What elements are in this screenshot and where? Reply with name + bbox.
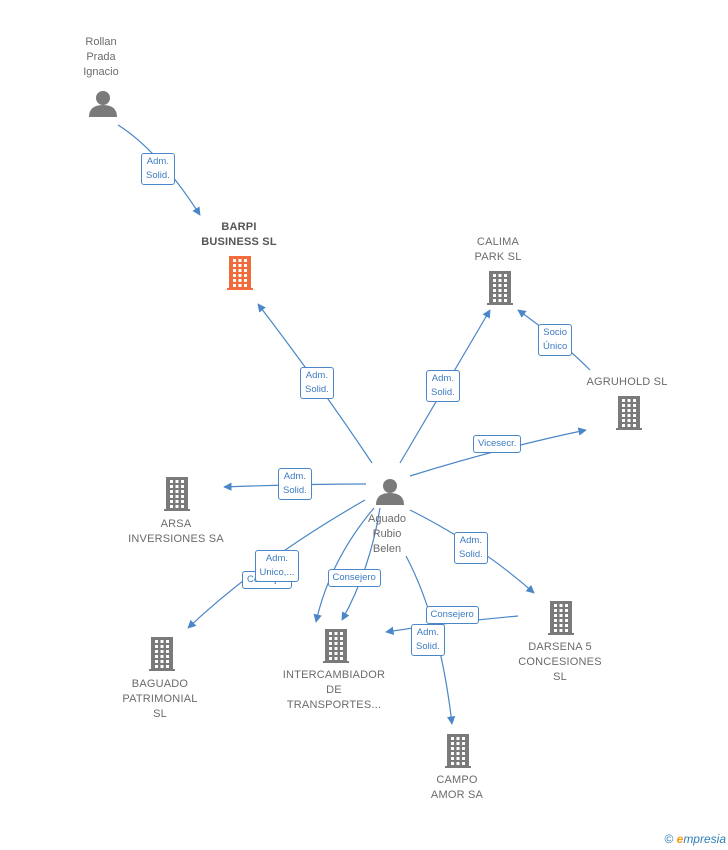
node-label-baguado[interactable]: BAGUADO PATRIMONIAL SL bbox=[122, 677, 198, 720]
icons-layer bbox=[89, 91, 642, 768]
edge-label[interactable]: Vicesecr. bbox=[473, 435, 522, 453]
edge-label[interactable]: Adm. Solid. bbox=[411, 624, 445, 656]
node-label-rollan[interactable]: Rollan Prada Ignacio bbox=[83, 35, 119, 78]
building-icon[interactable] bbox=[616, 396, 642, 430]
building-icon[interactable] bbox=[149, 637, 175, 671]
edge-label[interactable]: Adm. Solid. bbox=[426, 370, 460, 402]
node-label-calima[interactable]: CALIMA PARK SL bbox=[474, 236, 522, 263]
node-label-arsa[interactable]: ARSA INVERSIONES SA bbox=[128, 518, 224, 545]
node-label-darsena[interactable]: DARSENA 5 CONCESIONES SL bbox=[518, 640, 602, 683]
person-icon[interactable] bbox=[376, 479, 404, 505]
edge-label[interactable]: Consejero bbox=[425, 606, 479, 624]
edge-label[interactable]: Adm. Solid. bbox=[141, 153, 175, 185]
brand-name: mpresia bbox=[683, 832, 726, 846]
edge-label[interactable]: Consejero bbox=[327, 569, 381, 587]
node-label-agruhold[interactable]: AGRUHOLD SL bbox=[586, 375, 668, 388]
edge-label[interactable]: Socio Único bbox=[538, 324, 573, 356]
person-icon[interactable] bbox=[89, 91, 117, 117]
copyright-symbol: © bbox=[664, 832, 674, 846]
building-icon[interactable] bbox=[548, 601, 574, 635]
building-icon[interactable] bbox=[487, 271, 513, 305]
building-icon[interactable] bbox=[227, 256, 253, 290]
footer-brand: © empresia bbox=[664, 832, 726, 846]
edge-label[interactable]: Adm. Solid. bbox=[300, 367, 334, 399]
building-icon[interactable] bbox=[164, 477, 190, 511]
edge-label[interactable]: Adm. Solid. bbox=[454, 532, 488, 564]
edges-layer bbox=[117, 124, 591, 725]
brand-initial: e bbox=[676, 832, 684, 846]
edge-label[interactable]: Adm. Solid. bbox=[278, 468, 312, 500]
building-icon[interactable] bbox=[445, 734, 471, 768]
node-label-barpi[interactable]: BARPI BUSINESS SL bbox=[201, 221, 277, 248]
edge-aguado-to-intercambiador bbox=[313, 507, 375, 623]
edge-aguado-to-intercambiador bbox=[341, 507, 381, 621]
node-label-aguado[interactable]: Aguado Rubio Belen bbox=[368, 512, 406, 555]
node-label-campo[interactable]: CAMPO AMOR SA bbox=[430, 774, 484, 801]
edge-label[interactable]: Adm. Unico,... bbox=[254, 550, 300, 582]
building-icon[interactable] bbox=[323, 629, 349, 663]
node-label-intercambiador[interactable]: INTERCAMBIADOR DE TRANSPORTES... bbox=[282, 668, 386, 711]
